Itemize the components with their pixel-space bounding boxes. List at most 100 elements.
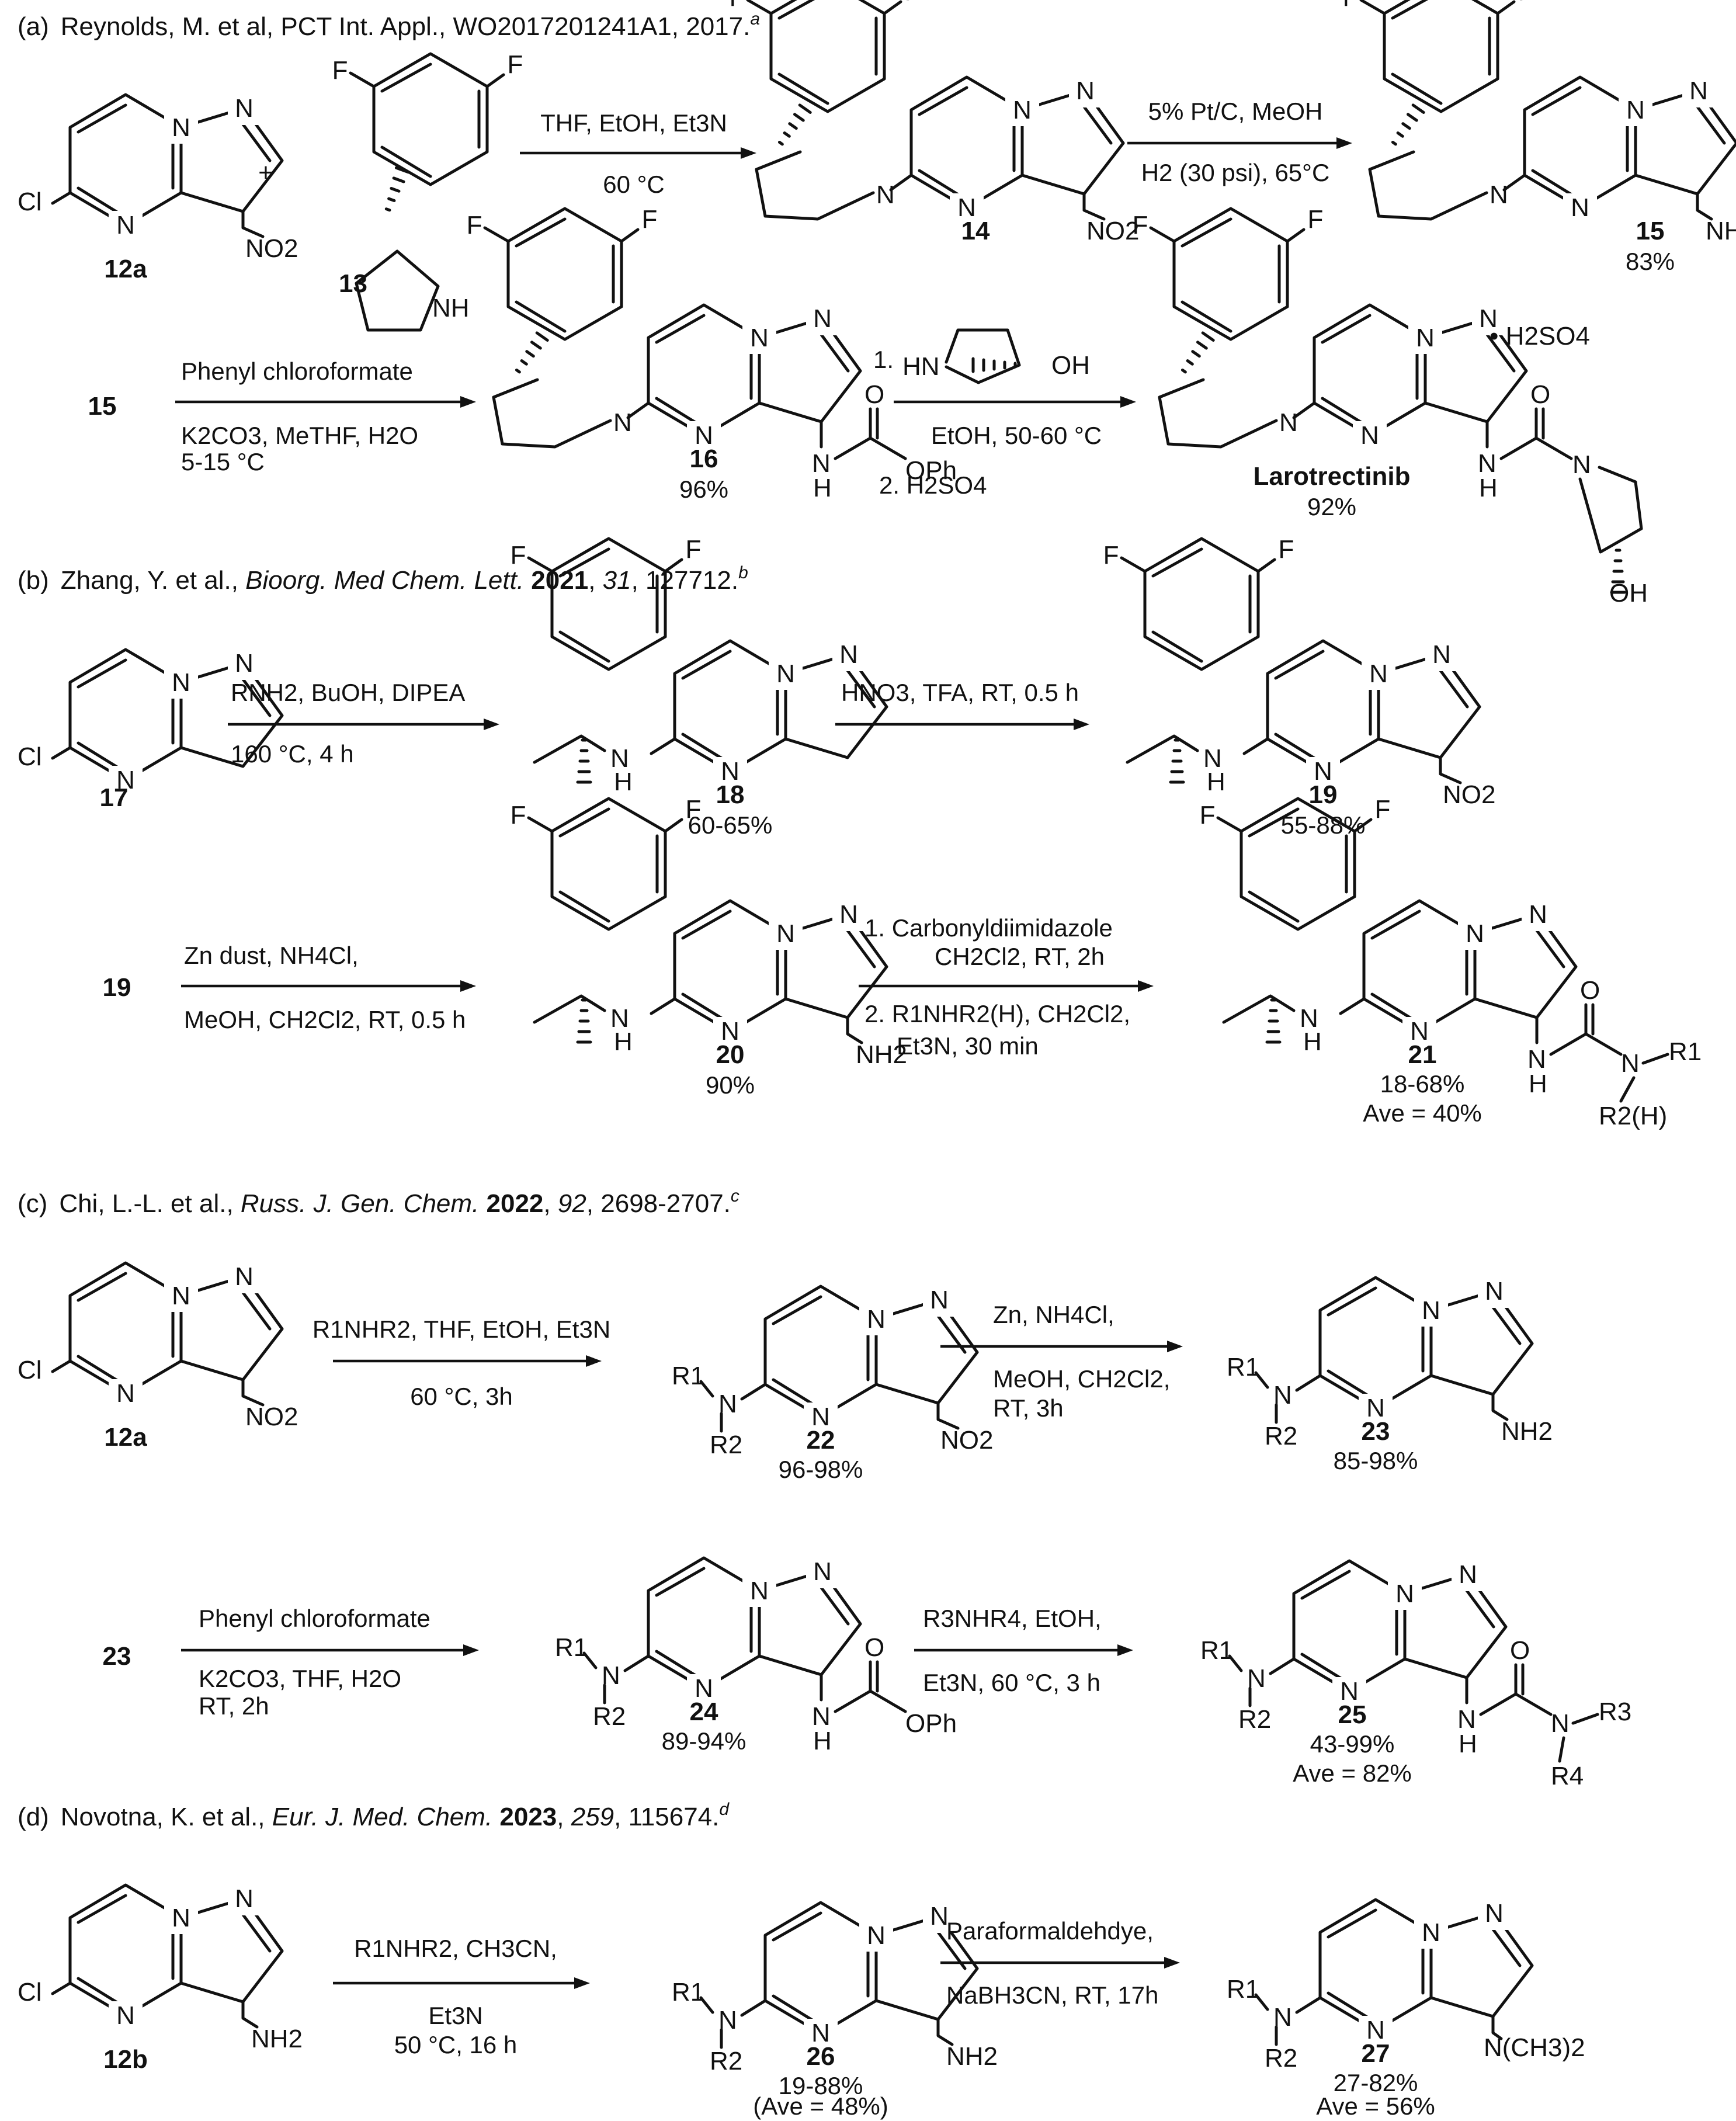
hydroxypyrrolidine-reagent: HN OH: [902, 328, 1090, 384]
atom-label: H: [813, 1727, 832, 1755]
compound-label-23-start: 23: [103, 1642, 131, 1671]
ave-yield-21: Ave = 40%: [1363, 1099, 1482, 1127]
atom-label: N: [812, 1702, 831, 1731]
atom-label: OPh: [905, 456, 957, 485]
atom-label: Cl: [18, 1356, 42, 1384]
compound-12a: Cl NO2 12a: [18, 92, 298, 283]
conditions-c2-line2: MeOH, CH2Cl2,: [993, 1365, 1170, 1393]
compound-23: N R1 R2 NH2 23 85-98%: [1227, 1275, 1553, 1474]
atom-label: O: [1510, 1636, 1530, 1665]
reaction-arrow: HNO3, TFA, RT, 0.5 h: [835, 679, 1089, 730]
conditions-d1-line2: Et3N: [428, 2002, 482, 2029]
compound-label-15: 15: [1636, 217, 1665, 245]
yield-21: 18-68%: [1380, 1070, 1465, 1098]
conditions-d1-line3: 50 °C, 16 h: [394, 2031, 518, 2058]
atom-label: O: [1530, 380, 1550, 409]
atom-label: H: [614, 1027, 633, 1056]
conditions-a2-line1: 5% Pt/C, MeOH: [1148, 98, 1323, 125]
compound-label-21: 21: [1408, 1040, 1437, 1069]
reaction-arrow: 5% Pt/C, MeOH H2 (30 psi), 65°C: [1127, 98, 1352, 186]
compound-label-15-start: 15: [88, 392, 117, 421]
atom-label: R2: [1265, 2044, 1297, 2073]
atom-label: N: [1527, 1045, 1546, 1074]
conditions-b3-line2: MeOH, CH2Cl2, RT, 0.5 h: [184, 1006, 466, 1033]
compound-label-26: 26: [807, 2042, 835, 2071]
conditions-c3-line1: Phenyl chloroformate: [199, 1605, 430, 1632]
conditions-a4-step-number: 1.: [873, 346, 894, 373]
compound-larotrectinib: N N H O N OH Larotrectinib 92%: [1133, 205, 1648, 608]
atom-label: N: [613, 408, 632, 437]
compound-13: NH 13: [332, 50, 523, 330]
atom-label: N: [1551, 1709, 1570, 1738]
compound-label-12b: 12b: [103, 2045, 148, 2074]
conditions-b1-line1: RNH2, BuOH, DIPEA: [231, 679, 465, 706]
yield-24: 89-94%: [662, 1727, 747, 1755]
conditions-d2-line1: Paraformaldehdye,: [946, 1917, 1154, 1945]
atom-label: R4: [1551, 1762, 1584, 1790]
conditions-b4-line2: CH2Cl2, RT, 2h: [935, 943, 1105, 970]
compound-27: N R1 R2 N(CH3)2 27 27-82% Ave = 56%: [1227, 1897, 1585, 2120]
compound-12b: Cl NH2 12b: [18, 1883, 303, 2074]
yield-25: 43-99%: [1310, 1730, 1395, 1758]
compound-25: N R1 R2 N H O N R3 R4 25 43-99% Ave = 82…: [1200, 1558, 1631, 1790]
conditions-b2-line1: HNO3, TFA, RT, 0.5 h: [841, 679, 1079, 706]
atom-label: R1: [1200, 1636, 1233, 1665]
compound-label-14: 14: [961, 217, 990, 245]
reaction-arrow: R1NHR2, THF, EtOH, Et3N 60 °C, 3h: [313, 1315, 610, 1410]
conditions-d1-line1: R1NHR2, CH3CN,: [354, 1935, 557, 1962]
conditions-a4-line3: 2. H2SO4: [879, 471, 987, 499]
atom-label: NO2: [245, 234, 298, 263]
compound-label-18: 18: [716, 780, 745, 809]
conditions-d2-line2: NaBH3CN, RT, 17h: [946, 1981, 1158, 2009]
reaction-arrow: THF, EtOH, Et3N 60 °C: [520, 109, 756, 198]
conditions-a1-line1: THF, EtOH, Et3N: [540, 109, 727, 137]
atom-label: H: [813, 474, 832, 502]
reaction-arrow: Paraformaldehdye, NaBH3CN, RT, 17h: [940, 1917, 1180, 2009]
reaction-arrow: 1. Carbonyldiimidazole CH2Cl2, RT, 2h 2.…: [859, 914, 1154, 1060]
compound-20: N H NH2 20 90%: [511, 795, 907, 1099]
conditions-b3-line1: Zn dust, NH4Cl,: [184, 942, 359, 969]
sulfate-salt-label: • H2SO4: [1490, 322, 1590, 350]
section-b: (b)Zhang, Y. et al., Bioorg. Med Chem. L…: [18, 535, 1702, 1130]
atom-label: R1: [672, 1978, 704, 2007]
section-a: (a)Reynolds, M. et al, PCT Int. Appl., W…: [18, 0, 1736, 608]
conditions-c4-line1: R3NHR4, EtOH,: [923, 1605, 1102, 1632]
conditions-a3-line2: K2CO3, MeTHF, H2O: [181, 422, 418, 449]
section-d: (d)Novotna, K. et al., Eur. J. Med. Chem…: [18, 1800, 1585, 2120]
atom-label: NH2: [1706, 217, 1736, 245]
compound-label-20: 20: [716, 1040, 745, 1069]
section-c: (c)Chi, L.-L. et al., Russ. J. Gen. Chem…: [18, 1186, 1631, 1790]
yield-26: 19-88%: [779, 2072, 863, 2099]
atom-label: R1: [1227, 1353, 1259, 1381]
reaction-arrow: R3NHR4, EtOH, Et3N, 60 °C, 3 h: [914, 1605, 1133, 1696]
ave-yield-25: Ave = 82%: [1293, 1759, 1412, 1787]
atom-label: NO2: [1443, 780, 1495, 809]
section-d-header: (d)Novotna, K. et al., Eur. J. Med. Chem…: [18, 1800, 730, 1831]
compound-label-19-start: 19: [103, 973, 131, 1002]
atom-label: R2(H): [1599, 1102, 1667, 1130]
atom-label: Cl: [18, 742, 42, 771]
atom-label: R3: [1599, 1698, 1631, 1726]
compound-15: N NH2 15 83%: [1343, 0, 1736, 275]
compound-label-25: 25: [1338, 1700, 1367, 1729]
atom-label: N: [812, 449, 831, 478]
compound-16: N N H O OPh 16 96%: [467, 205, 957, 503]
yield-23: 85-98%: [1334, 1447, 1418, 1474]
atom-label: N: [876, 180, 895, 209]
compound-label-12a: 12a: [104, 255, 147, 283]
atom-label: H: [1479, 474, 1498, 502]
atom-label: R2: [710, 1431, 742, 1459]
yield-19: 55-88%: [1281, 811, 1366, 839]
atom-label: N: [1621, 1049, 1640, 1078]
atom-label: R1: [555, 1633, 588, 1662]
ave-yield-27: Ave = 56%: [1316, 2092, 1435, 2120]
reaction-arrow: Phenyl chloroformate K2CO3, MeTHF, H2O 5…: [175, 357, 476, 475]
atom-label: Cl: [18, 1978, 42, 2007]
atom-label: N: [1490, 180, 1508, 209]
atom-label: N: [1478, 449, 1497, 478]
atom-label: NH2: [1501, 1417, 1553, 1446]
atom-label: H: [1459, 1730, 1477, 1758]
section-c-header: (c)Chi, L.-L. et al., Russ. J. Gen. Chem…: [18, 1186, 739, 1218]
atom-label: N: [610, 744, 629, 773]
atom-label: R2: [1238, 1705, 1271, 1734]
